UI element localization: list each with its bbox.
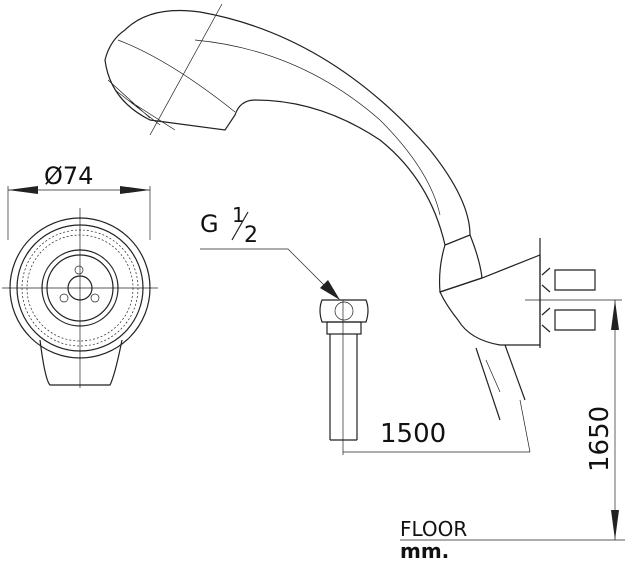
thread-numerator: 1 bbox=[232, 203, 245, 227]
front-view: Ø74 bbox=[2, 162, 158, 388]
hose-connection: G 1 2 1500 bbox=[200, 203, 530, 455]
thread-denominator: 2 bbox=[244, 223, 258, 248]
thread-g-label: G bbox=[200, 210, 219, 238]
hose-length-label: 1500 bbox=[380, 419, 446, 449]
hand-shower bbox=[104, 3, 596, 453]
floor-label: FLOOR bbox=[400, 517, 467, 541]
height-dimension: 1650 FLOOR mm. bbox=[400, 299, 625, 562]
unit-label: mm. bbox=[400, 539, 449, 562]
height-label: 1650 bbox=[585, 406, 615, 472]
diameter-label: Ø74 bbox=[44, 162, 93, 190]
